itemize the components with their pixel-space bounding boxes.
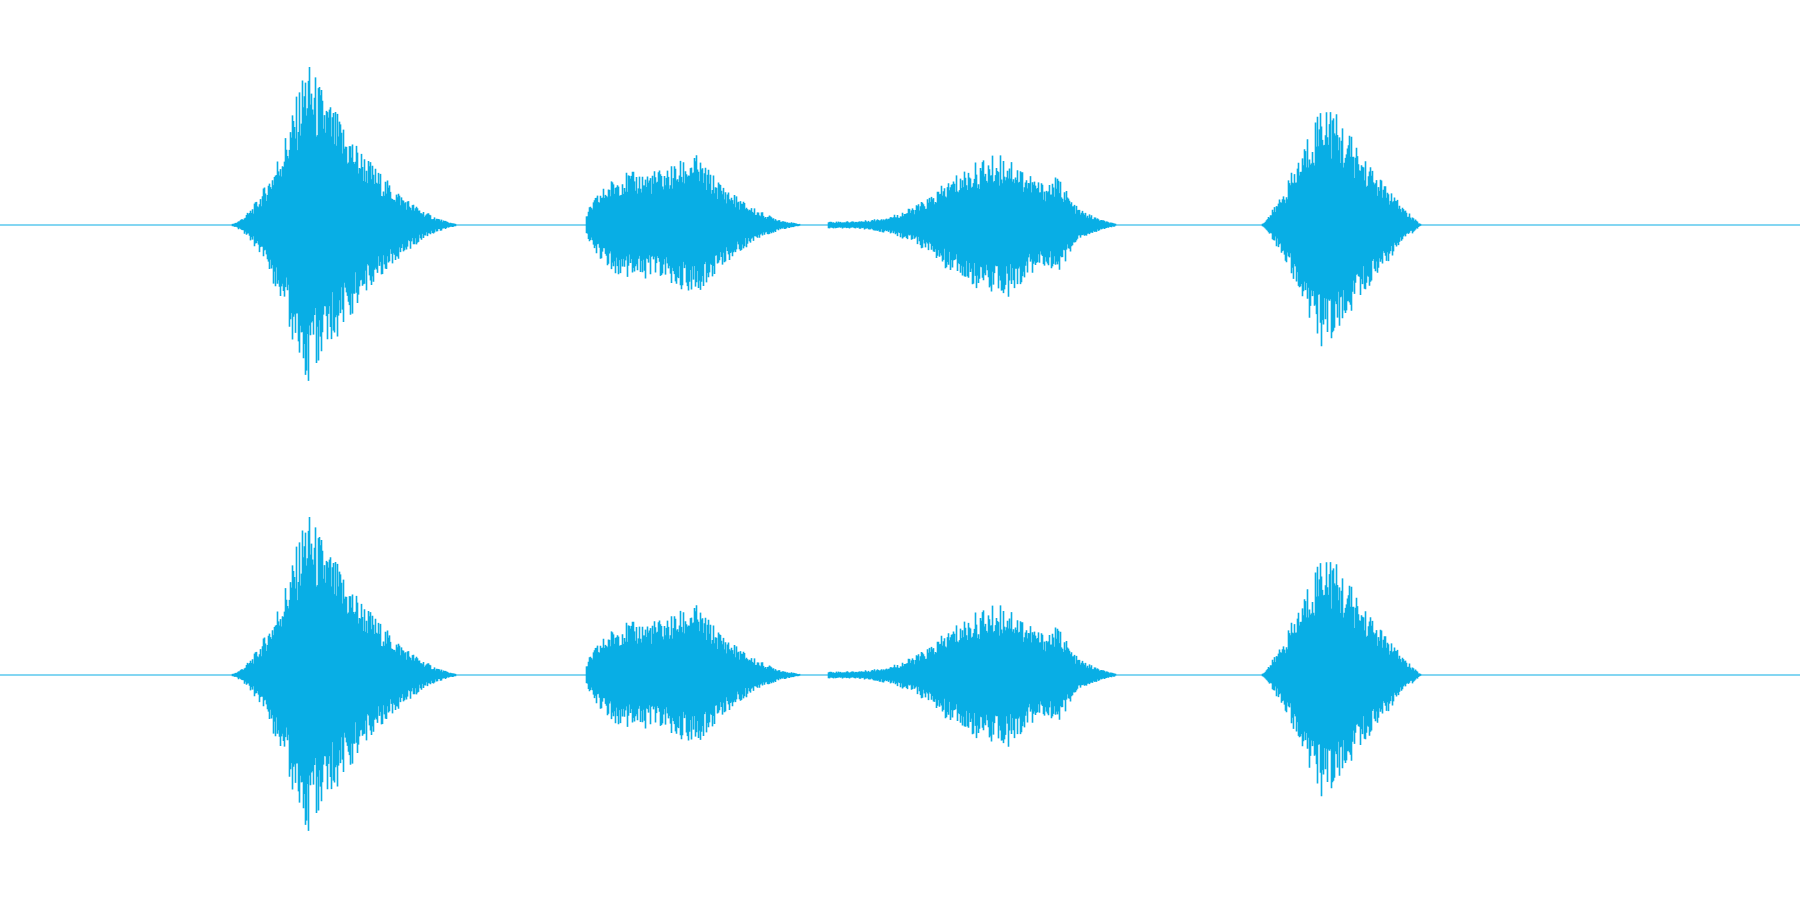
waveform-channel-1[interactable] bbox=[0, 0, 1800, 450]
waveform-channel-1-svg bbox=[0, 67, 1800, 381]
waveform-channel-2[interactable] bbox=[0, 450, 1800, 900]
waveform-channel-2-svg bbox=[0, 517, 1800, 831]
channel-2-samples bbox=[231, 517, 1422, 831]
channel-1-waveform-path bbox=[231, 67, 1422, 381]
channel-2-waveform-path bbox=[231, 517, 1422, 831]
channel-1-samples bbox=[231, 67, 1422, 381]
